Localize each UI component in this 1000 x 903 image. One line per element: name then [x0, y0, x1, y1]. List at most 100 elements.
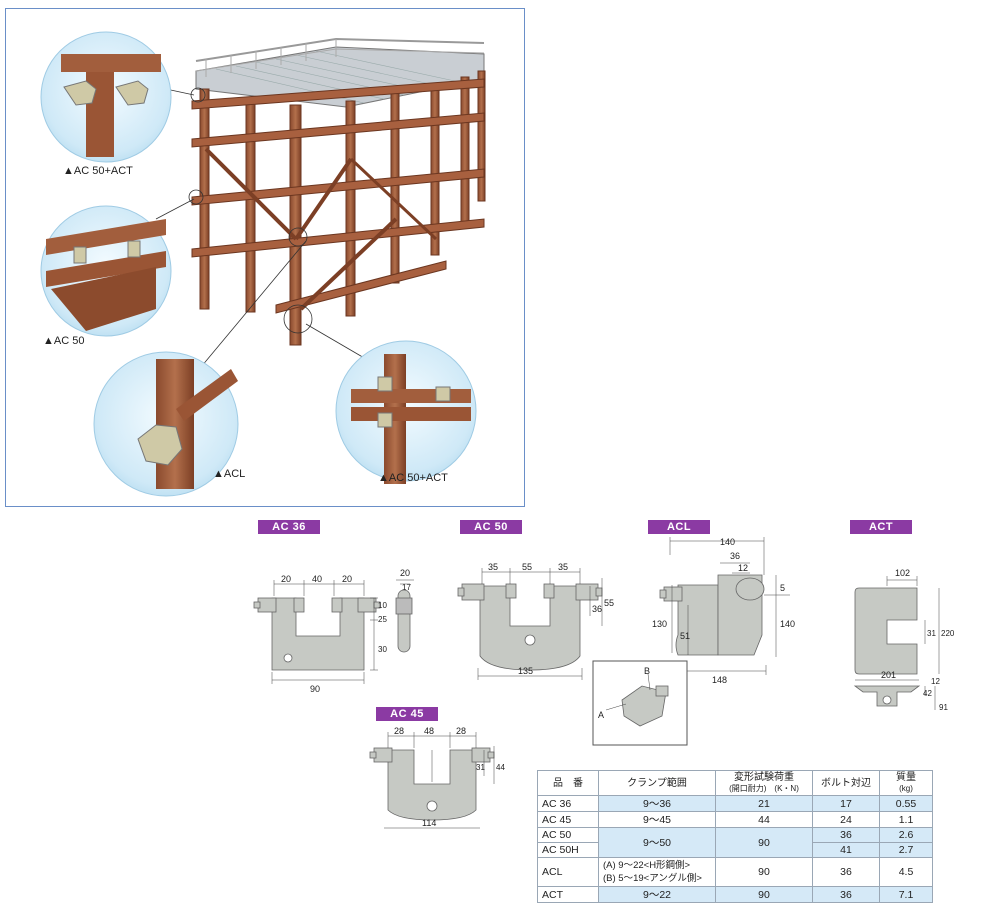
act-dim-6: 42 — [923, 689, 932, 698]
ac50-dim-3: 35 — [558, 562, 568, 572]
ac36-dim-6: 10 — [378, 601, 387, 610]
ac50-dim-6: 135 — [518, 666, 533, 676]
leader-lines — [155, 87, 367, 380]
detail-bubble-2 — [40, 205, 172, 337]
ac36-dim-3: 20 — [342, 574, 352, 584]
act-dim-4: 201 — [881, 670, 896, 680]
tag-ac50: AC 50 — [460, 520, 522, 534]
tag-ac36: AC 36 — [258, 520, 320, 534]
row-range: 9〜22 — [598, 886, 716, 903]
row-range-b: (B) 5〜19<アングル側> — [603, 873, 702, 884]
caption-ac50: ▲AC 50 — [43, 335, 85, 347]
header-mass-main: 質量 — [896, 772, 916, 783]
row-mass: 7.1 — [879, 886, 933, 903]
row-name: AC 50 — [537, 827, 599, 843]
acl-dim-8: 148 — [712, 675, 727, 685]
ac36-dim-7: 25 — [378, 615, 387, 624]
row-range-a: (A) 9〜22<H形鋼側> — [603, 860, 691, 871]
row-name: AC 45 — [537, 811, 599, 828]
ac36-dim-2: 40 — [312, 574, 322, 584]
header-mass: 質量 (kg) — [879, 770, 933, 796]
row-load: 90 — [715, 886, 813, 903]
act-dim-2: 31 — [927, 629, 936, 638]
acl-inset-label-b: B — [644, 666, 650, 676]
acl-inset-label-a: A — [598, 710, 604, 720]
row-mass: 4.5 — [879, 857, 933, 887]
acl-dim-4: 5 — [780, 583, 785, 593]
row-mass: 1.1 — [879, 811, 933, 828]
act-dim-7: 91 — [939, 703, 948, 712]
ac36-dim-9: 90 — [310, 684, 320, 694]
detail-bubble-3 — [93, 351, 239, 497]
ac36-dim-5: 17 — [402, 583, 411, 592]
ac50-drawing: 35 55 35 36 55 135 — [457, 562, 614, 680]
act-dim-3: 220 — [941, 629, 955, 638]
header-name: 品 番 — [537, 770, 599, 796]
ac45-dim-2: 48 — [424, 726, 434, 736]
ac36-dim-4: 20 — [400, 568, 410, 578]
spec-table-wrapper: 品 番 クランプ範囲 変形試験荷重 (開口耐力) (K・N) ボルト対辺 質量 … — [537, 770, 933, 903]
row-bolt: 17 — [812, 795, 880, 812]
header-load-main: 変形試験荷重 — [734, 772, 794, 783]
row-name: ACT — [537, 886, 599, 903]
ac45-drawing: 28 48 28 31 44 114 — [369, 726, 505, 829]
acl-dim-2: 36 — [730, 551, 740, 561]
table-row: AC 50H 41 2.7 — [537, 842, 933, 858]
ac36-dim-1: 20 — [281, 574, 291, 584]
header-load-sub: (開口耐力) (K・N) — [729, 784, 799, 793]
row-mass: 2.7 — [879, 842, 933, 858]
ac50-dim-5: 55 — [604, 598, 614, 608]
row-range: 9〜50 — [598, 827, 716, 858]
scaffold-illustration — [40, 31, 486, 497]
row-name: AC 50H — [537, 842, 599, 858]
row-mass: 2.6 — [879, 827, 933, 843]
row-bolt: 36 — [812, 857, 880, 887]
illustration-frame — [5, 8, 525, 507]
tag-acl: ACL — [648, 520, 710, 534]
ac50-dim-2: 55 — [522, 562, 532, 572]
spec-table-header: 品 番 クランプ範囲 変形試験荷重 (開口耐力) (K・N) ボルト対辺 質量 … — [537, 770, 933, 796]
caption-ac50-act-2: ▲AC 50+ACT — [378, 472, 448, 484]
row-load: 21 — [715, 795, 813, 812]
row-load: 44 — [715, 811, 813, 828]
row-range: (A) 9〜22<H形鋼側> (B) 5〜19<アングル側> — [598, 857, 716, 887]
spec-table: 品 番 クランプ範囲 変形試験荷重 (開口耐力) (K・N) ボルト対辺 質量 … — [537, 770, 933, 903]
ac45-dim-1: 28 — [394, 726, 404, 736]
detail-bubble-4 — [335, 340, 477, 484]
acl-dim-6: 51 — [680, 631, 690, 641]
acl-dim-3: 12 — [738, 563, 748, 573]
row-bolt: 36 — [812, 827, 880, 843]
ac45-dim-4: 31 — [476, 763, 485, 772]
caption-ac50-act-1: ▲AC 50+ACT — [63, 165, 133, 177]
acl-dim-7: 140 — [780, 619, 795, 629]
tag-act: ACT — [850, 520, 912, 534]
acl-dim-1: 140 — [720, 537, 735, 547]
ac45-dim-5: 44 — [496, 763, 505, 772]
header-load: 変形試験荷重 (開口耐力) (K・N) — [715, 770, 813, 796]
table-row: ACL (A) 9〜22<H形鋼側> (B) 5〜19<アングル側> 90 36… — [537, 857, 933, 887]
ac36-drawing: 20 40 20 20 17 10 25 30 90 — [253, 568, 414, 694]
row-mass: 0.55 — [879, 795, 933, 812]
header-mass-sub: (kg) — [899, 784, 913, 793]
table-row: ACT 9〜22 90 36 7.1 — [537, 886, 933, 903]
row-bolt: 41 — [812, 842, 880, 858]
acl-drawing: 140 36 12 5 130 51 140 148 — [652, 537, 795, 685]
row-bolt: 36 — [812, 886, 880, 903]
table-row: AC 50 9〜50 90 36 2.6 — [537, 827, 933, 858]
scaffold-structure — [191, 37, 486, 346]
act-dim-1: 102 — [895, 568, 910, 578]
ac45-dim-6: 114 — [422, 818, 436, 828]
ac50-dim-1: 35 — [488, 562, 498, 572]
row-name: ACL — [537, 857, 599, 887]
row-range: 9〜36 — [598, 795, 716, 812]
act-dim-5: 12 — [931, 677, 940, 686]
ac50-dim-4: 36 — [592, 604, 602, 614]
ac45-dim-3: 28 — [456, 726, 466, 736]
ac36-dim-8: 30 — [378, 645, 387, 654]
table-row: AC 45 9〜45 44 24 1.1 — [537, 811, 933, 828]
row-name: AC 36 — [537, 795, 599, 812]
row-load: 90 — [715, 857, 813, 887]
detail-bubble-1 — [40, 31, 172, 163]
row-range: 9〜45 — [598, 811, 716, 828]
row-load: 90 — [715, 827, 813, 858]
